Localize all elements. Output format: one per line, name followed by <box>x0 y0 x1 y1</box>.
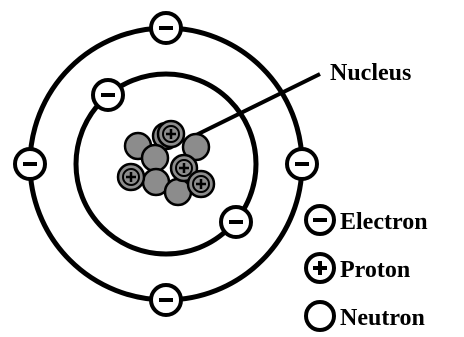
proton <box>158 121 184 147</box>
electron <box>151 285 181 315</box>
legend: Electron Proton Neutron <box>306 206 428 331</box>
electron <box>93 80 123 110</box>
neutron <box>142 145 168 171</box>
electron <box>151 13 181 43</box>
electron <box>287 149 317 179</box>
nucleus-label: Nucleus <box>330 60 411 86</box>
proton-symbol-icon <box>306 254 334 282</box>
electron-symbol-icon <box>306 206 334 234</box>
legend-electron: Electron <box>306 206 428 235</box>
proton <box>188 171 214 197</box>
legend-proton: Proton <box>306 254 410 283</box>
electron <box>15 149 45 179</box>
legend-neutron-label: Neutron <box>340 305 425 331</box>
neutron-symbol-icon <box>306 302 334 330</box>
electron <box>221 207 251 237</box>
legend-electron-label: Electron <box>340 209 428 235</box>
nucleus <box>118 121 214 205</box>
proton <box>118 164 144 190</box>
legend-neutron: Neutron <box>306 302 425 331</box>
legend-proton-label: Proton <box>340 257 410 283</box>
